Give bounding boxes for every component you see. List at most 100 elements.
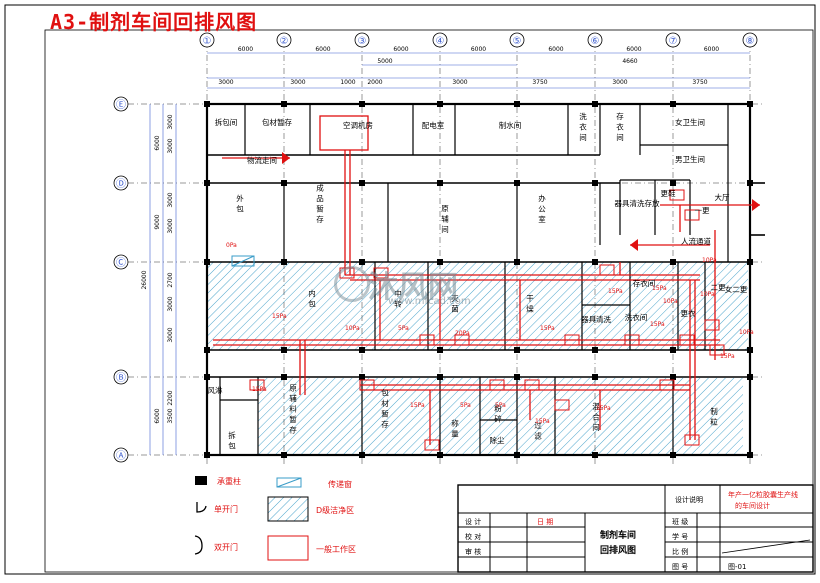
column-marker [747, 101, 753, 107]
column-marker [437, 180, 443, 186]
room-label: 器具清洗 [581, 314, 611, 324]
watermark: 沐风网 [368, 270, 458, 305]
row-axis-bubble [113, 175, 129, 191]
pressure-label: 10Pa [345, 325, 360, 332]
pressure-label: 20Pa [455, 330, 470, 337]
column-axis-bubble [354, 32, 370, 48]
legend-label: D级洁净区 [316, 505, 354, 515]
column-axis-label: ⑥ [591, 36, 600, 47]
room-label: 包材暂存 [262, 117, 292, 127]
column-marker [281, 180, 287, 186]
room-label: 办公室 [537, 193, 546, 226]
tb-drawing-no: 图-01 [728, 563, 746, 571]
room-label: 存衣间 [633, 278, 656, 288]
room-label: 男卫生间 [675, 154, 705, 164]
dimension-label: 6000 [548, 46, 563, 53]
title-block-text: 设计说明 年产一亿粒胶囊生产线 的车间设计 设 计 校 对 审 核 日 期 制剂… [465, 490, 798, 571]
column-marker [670, 101, 676, 107]
title-block [457, 484, 814, 573]
flow-arrows [282, 152, 760, 251]
row-axis-bubble [113, 369, 129, 385]
room-label: 配电室 [422, 120, 445, 130]
dimension-label: 6000 [315, 46, 330, 53]
column-marker [670, 374, 676, 380]
row-axis-label: Ⓔ [116, 99, 126, 111]
column-marker [437, 259, 443, 265]
pass-box-symbol [231, 255, 255, 267]
dimension-label: 3750 [532, 79, 547, 86]
legend-hatch-swatch [267, 496, 309, 522]
tb-left-label: 审 核 [465, 547, 481, 556]
column-axis-label: ② [280, 36, 289, 47]
room-label: 女卫生间 [675, 117, 705, 127]
pressure-label: 15Pa [252, 386, 267, 393]
column-axis-label: ⑧ [746, 36, 755, 47]
pressure-label: 15Pa [410, 402, 425, 409]
tb-header: 设计说明 [675, 495, 703, 504]
room-label: 中转 [393, 288, 402, 310]
column-axis-label: ① [203, 36, 212, 47]
dimension-label: 3000 [167, 296, 174, 311]
column-axis-label: ④ [436, 36, 445, 47]
column-marker [281, 259, 287, 265]
column-marker [592, 180, 598, 186]
dimension-label: 3000 [452, 79, 467, 86]
column-axis-bubble [742, 32, 758, 48]
column-marker [359, 347, 365, 353]
tb-project-2: 的车间设计 [735, 501, 770, 510]
column-marker [359, 452, 365, 458]
room-label: 过滤 [533, 420, 542, 442]
pressure-label: 15Pa [540, 325, 555, 332]
room-label: 风淋 [208, 385, 223, 395]
room-label: 外包 [235, 193, 244, 215]
pressure-label: 15Pa [608, 288, 623, 295]
column-marker [670, 259, 676, 265]
room-label: 更鞋 [661, 188, 676, 198]
pressure-label: 15Pa [720, 353, 735, 360]
room-label: 一更 [695, 206, 710, 215]
pressure-label: 10Pa [739, 329, 754, 336]
column-marker [204, 259, 210, 265]
column-marker [437, 374, 443, 380]
legend-single-door-icon [196, 502, 207, 513]
room-label: 空调机房 [343, 120, 373, 130]
column-axis-bubble [665, 32, 681, 48]
row-axis-bubble [113, 254, 129, 270]
column-marker [437, 101, 443, 107]
column-marker [204, 374, 210, 380]
room-label: 拆包间 [215, 117, 238, 127]
dimension-label: 5000 [377, 58, 392, 65]
dimension-label: 6000 [626, 46, 641, 53]
legend-column-swatch [195, 476, 207, 485]
column-axis-label: ③ [358, 36, 367, 47]
room-label: 粉碎 [493, 403, 502, 425]
dimension-label: 26000 [141, 270, 148, 289]
room-label: 干燥 [525, 294, 534, 315]
tb-left-label: 校 对 [465, 532, 481, 541]
row-axis-label: Ⓓ [116, 178, 126, 190]
room-label: 制粒 [709, 406, 718, 428]
column-axis-bubble [276, 32, 292, 48]
dimension-label: 6000 [238, 46, 253, 53]
drawing-frame [44, 29, 814, 573]
tb-left-label: 设 计 [465, 517, 481, 526]
column-axis-bubble [587, 32, 603, 48]
column-marker [670, 180, 676, 186]
room-label: 包材暂存 [380, 388, 389, 431]
room-label: 更衣 [681, 308, 696, 318]
watermark-url: www.mfcad.com [388, 296, 471, 307]
column-marker [281, 452, 287, 458]
room-label: 称量 [450, 418, 459, 440]
dimension-label: 6000 [704, 46, 719, 53]
pressure-label: 15Pa [596, 405, 611, 412]
tb-right-label: 图 号 [672, 563, 688, 571]
dimension-label: 2700 [167, 272, 174, 287]
dimension-label: 2200 [167, 390, 174, 405]
room-label: 原辅间 [440, 204, 449, 236]
dimension-label: 9000 [154, 214, 161, 229]
column-marker [204, 347, 210, 353]
dimension-label: 1000 [340, 79, 355, 86]
